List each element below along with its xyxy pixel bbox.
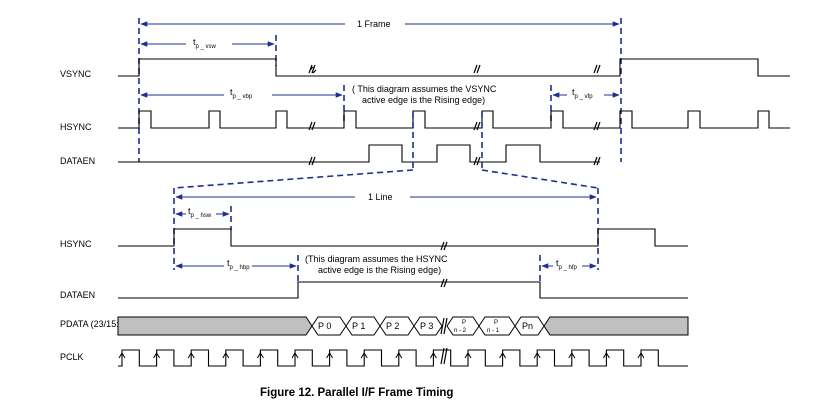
pclk-edge-arrow-3 (222, 352, 230, 359)
pclk-edge-arrow-10 (464, 352, 472, 359)
break-markers-top (308, 64, 601, 166)
pixel-label-pn-2-bottom: n - 2 (454, 328, 467, 334)
line-label: 1 Line (368, 192, 393, 202)
pclk-edge-arrow-12 (533, 352, 541, 359)
pclk-edge-arrow-2 (187, 352, 195, 359)
pclk-edge-arrow-0 (118, 352, 126, 359)
signal-label-pclk: PCLK (60, 352, 84, 362)
vbp-label: tp _ vbp (230, 87, 253, 100)
hsync-note-line1: (This diagram assumes the HSYNC (305, 254, 448, 264)
hbp-label: tp _ hbp (227, 258, 250, 271)
signal-label-dataen-top: DATAEN (60, 156, 95, 166)
hsync-note-line2: active edge is the Rising edge) (318, 265, 441, 275)
pclk-rising-edge-arrows (118, 352, 645, 359)
pclk-edge-arrow-6 (326, 352, 334, 359)
signal-label-dataen-bottom: DATAEN (60, 290, 95, 300)
pixel-cell-p3 (413, 316, 443, 336)
hsync-top-waveform (118, 110, 790, 129)
signal-label-hsync-top: HSYNC (60, 122, 92, 132)
signal-label-vsync: VSYNC (60, 69, 92, 79)
pixel-label-p1: P 1 (352, 321, 365, 331)
pixel-label-pn: Pn (522, 321, 533, 331)
pixel-cell-pn (514, 316, 545, 336)
vsync-note-line1: ( This diagram assumes the VSYNC (352, 84, 497, 94)
vfp-label: tp _ vfp (572, 87, 593, 100)
hsw-label: tp _ hsw (188, 206, 212, 219)
figure-caption: Figure 12. Parallel I/F Frame Timing (260, 387, 453, 399)
zoom-guide-left (173, 169, 414, 189)
pclk-edge-arrow-7 (360, 352, 368, 359)
vsync-note-line2: active edge is the Rising edge) (362, 95, 485, 105)
dataen-bottom-waveform (118, 281, 688, 299)
pclk-edge-arrow-15 (637, 352, 645, 359)
pclk-edge-arrow-5 (291, 352, 299, 359)
pclk-waveform (118, 349, 688, 367)
pclk-edge-arrow-14 (602, 352, 610, 359)
pixel-label-p0: P 0 (318, 321, 331, 331)
pclk-edge-arrow-8 (395, 352, 403, 359)
vsw-label: tp _ vsw (193, 37, 217, 50)
pclk-edge-arrow-1 (153, 352, 161, 359)
pixel-label-pn-2-top: P (462, 320, 466, 326)
zoom-guide-right (481, 169, 599, 189)
vsync-waveform (118, 58, 790, 77)
hfp-label: tp _ hfp (556, 258, 578, 271)
hsync-bottom-waveform (118, 228, 688, 247)
pdata-bus: P 0 P 1 P 2 P 3 P n - 2 P n - 1 Pn (117, 316, 689, 336)
signal-label-hsync-bottom: HSYNC (60, 239, 92, 249)
signal-label-pdata: PDATA (23/15:0) (60, 319, 127, 329)
dataen-top-waveform (118, 144, 600, 163)
pixel-label-pn-1-bottom: n - 1 (487, 328, 500, 334)
pclk-edge-arrow-9 (429, 352, 437, 359)
pixel-label-p3: P 3 (420, 321, 433, 331)
pclk-edge-arrow-11 (499, 352, 507, 359)
pclk-edge-arrow-13 (568, 352, 576, 359)
pixel-label-p2: P 2 (386, 321, 399, 331)
pclk-edge-arrow-4 (256, 352, 264, 359)
pixel-label-pn-1-top: P (494, 320, 498, 326)
frame-label: 1 Frame (357, 19, 391, 29)
